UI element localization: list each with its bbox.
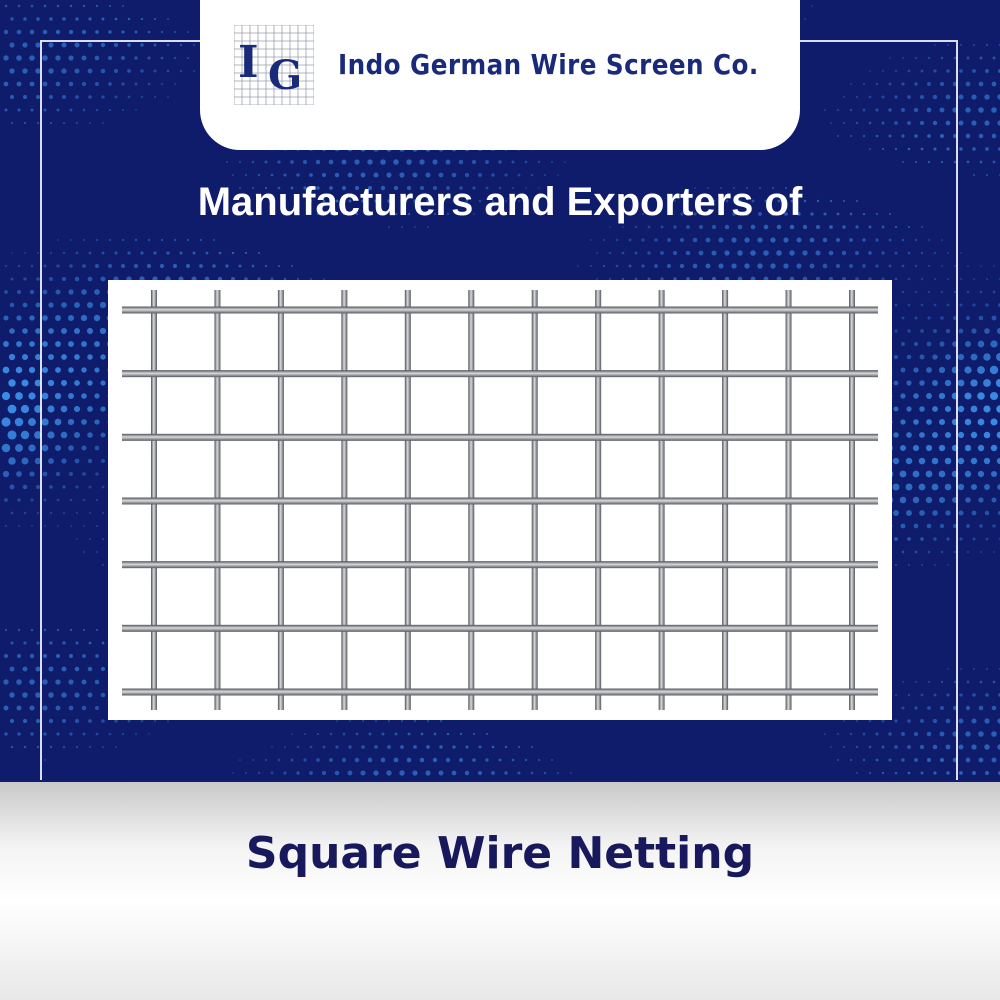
logo-card: I G Indo German Wire Screen Co. xyxy=(200,0,800,150)
horizontal-wire xyxy=(122,688,878,696)
product-image-panel xyxy=(108,280,892,720)
bottom-band xyxy=(0,782,1000,1000)
logo-letter-i: I xyxy=(238,37,259,88)
horizontal-wire xyxy=(122,306,878,314)
horizontal-wire xyxy=(122,561,878,569)
tagline: Manufacturers and Exporters of xyxy=(197,180,803,224)
ig-logo-icon: I G xyxy=(234,25,314,105)
logo-letter-g: G xyxy=(268,52,302,99)
square-wire-mesh-image xyxy=(122,290,878,710)
horizontal-wire xyxy=(122,497,878,505)
horizontal-wire xyxy=(122,370,878,378)
company-name: Indo German Wire Screen Co. xyxy=(338,48,759,81)
product-name: Square Wire Netting xyxy=(245,828,755,879)
horizontal-wire xyxy=(122,433,878,441)
horizontal-wire xyxy=(122,624,878,632)
